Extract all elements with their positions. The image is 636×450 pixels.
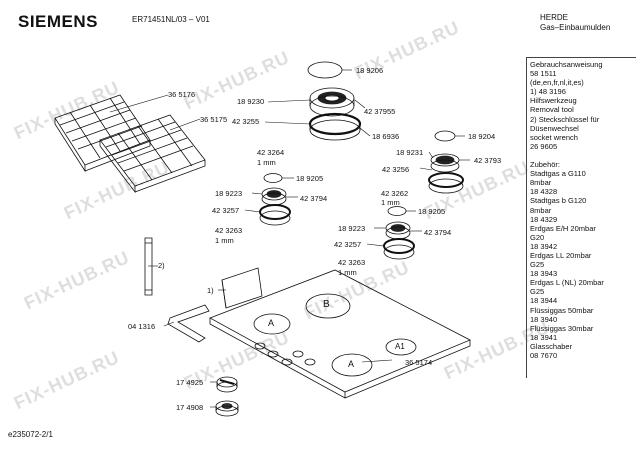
part-label: 18 9230 [237, 97, 265, 106]
note-line: 08 7670 [530, 351, 558, 360]
pan-support-right [99, 114, 206, 194]
model-number: ER71451NL/03 – V01 [132, 15, 210, 24]
note-line: 18 3941 [530, 332, 558, 342]
leader-lines [109, 69, 470, 408]
burner-marking: B [323, 299, 330, 310]
note-line: Erdgas L (NL) 20mbar [530, 278, 604, 288]
pan-support-left [54, 94, 151, 173]
note-line: Removal tool [530, 105, 574, 115]
tool-note: 2) [158, 261, 165, 270]
part-label: 1 mm [215, 236, 234, 245]
note-line: Erdgas LL 20mbar [530, 250, 592, 260]
note-line: socket wrench [530, 132, 578, 142]
part-label: 1 mm [257, 158, 276, 167]
burner-marking: A [348, 359, 355, 369]
note-line: Glasschaber [530, 341, 573, 351]
part-label: 42 37955 [364, 107, 396, 116]
note-line: Erdgas E/H 20mbar [530, 223, 596, 233]
part-label: 17 4908 [176, 403, 204, 412]
part-label: 42 3794 [424, 228, 452, 237]
note-line: G25 [530, 287, 545, 297]
note-line: 1) 48 3196 [530, 87, 566, 97]
part-label: 18 9223 [215, 189, 243, 198]
category-line: Gas–Einbaumulden [540, 23, 611, 32]
socket-wrench [144, 237, 153, 296]
burner-marking: A1 [395, 342, 405, 351]
category-line: HERDE [540, 13, 569, 22]
note-line: Gebrauchsanweisung [530, 60, 603, 69]
note-line: 2) Steckschlüssel für [530, 114, 600, 124]
part-label: 36 5174 [405, 358, 433, 367]
part-label: 18 9231 [396, 148, 424, 157]
burner-small-center [383, 206, 415, 260]
note-line: Stadtgas b G120 [530, 196, 587, 206]
note-line: Hilfswerkzeug [530, 96, 577, 106]
part-label: 04 1316 [128, 322, 156, 331]
part-label: 36 5175 [200, 115, 228, 124]
note-line: Stadtgas a G110 [530, 169, 586, 179]
burner-small-left [259, 173, 291, 226]
part-label: 42 3793 [474, 156, 502, 165]
note-line: 18 4328 [530, 187, 558, 197]
part-label: 36 5176 [168, 90, 196, 99]
part-label: 42 3256 [382, 165, 410, 174]
part-label: 18 9206 [356, 66, 384, 75]
part-label: 18 6936 [372, 132, 400, 141]
category-title: HERDE Gas–Einbaumulden [540, 13, 610, 33]
part-label: 42 3264 [257, 148, 285, 157]
part-label: 42 3794 [300, 194, 328, 203]
part-label: 18 9205 [296, 174, 324, 183]
part-label: 42 3263 [215, 226, 243, 235]
angle-tool [167, 304, 210, 343]
note-line: 8mbar [530, 178, 552, 188]
part-label: 42 3257 [212, 206, 240, 215]
note-line: G25 [530, 260, 545, 270]
document-id: e235072-2/1 [8, 430, 53, 439]
note-line: 18 4329 [530, 214, 558, 224]
part-label: 17 4925 [176, 378, 204, 387]
note-line: 58 1511 [530, 69, 557, 79]
part-label: 18 9205 [418, 207, 446, 216]
note-line: 26 9605 [530, 141, 558, 151]
note-line: (de,en,fr,nl,it,es) [530, 78, 584, 88]
part-label: 42 3262 [381, 189, 409, 198]
part-label: 42 3263 [338, 258, 366, 267]
part-label: 42 3255 [232, 117, 260, 126]
part-label: 42 3257 [334, 240, 362, 249]
note-line: G20 [530, 232, 545, 242]
note-line: Flüssiggas 30mbar [530, 323, 594, 333]
note-line: 18 3940 [530, 314, 558, 324]
note-line: 18 3942 [530, 241, 558, 251]
notes-panel-border [526, 57, 636, 378]
note-line: 18 3944 [530, 296, 558, 306]
note-line: 18 3943 [530, 269, 558, 279]
part-label: 18 9204 [468, 132, 496, 141]
part-label: 1 mm [338, 268, 357, 277]
note-line: 8mbar [530, 205, 552, 215]
burner-small-right [428, 130, 464, 194]
knob-bottom [215, 400, 239, 417]
part-label: 1 mm [381, 198, 400, 207]
part-label: 18 9223 [338, 224, 366, 233]
burner-large [307, 61, 362, 141]
brand-logo: SIEMENS [18, 12, 99, 31]
hob-plate [209, 269, 471, 399]
removal-tool [221, 267, 263, 309]
burner-marking: A [268, 318, 275, 328]
knob-top [216, 376, 238, 393]
note-line: Düsenwechsel [530, 123, 579, 133]
tool-note: 1) [207, 286, 214, 295]
note-line: Zubehör: [530, 160, 561, 170]
note-line: Flüssiggas 50mbar [530, 305, 594, 315]
